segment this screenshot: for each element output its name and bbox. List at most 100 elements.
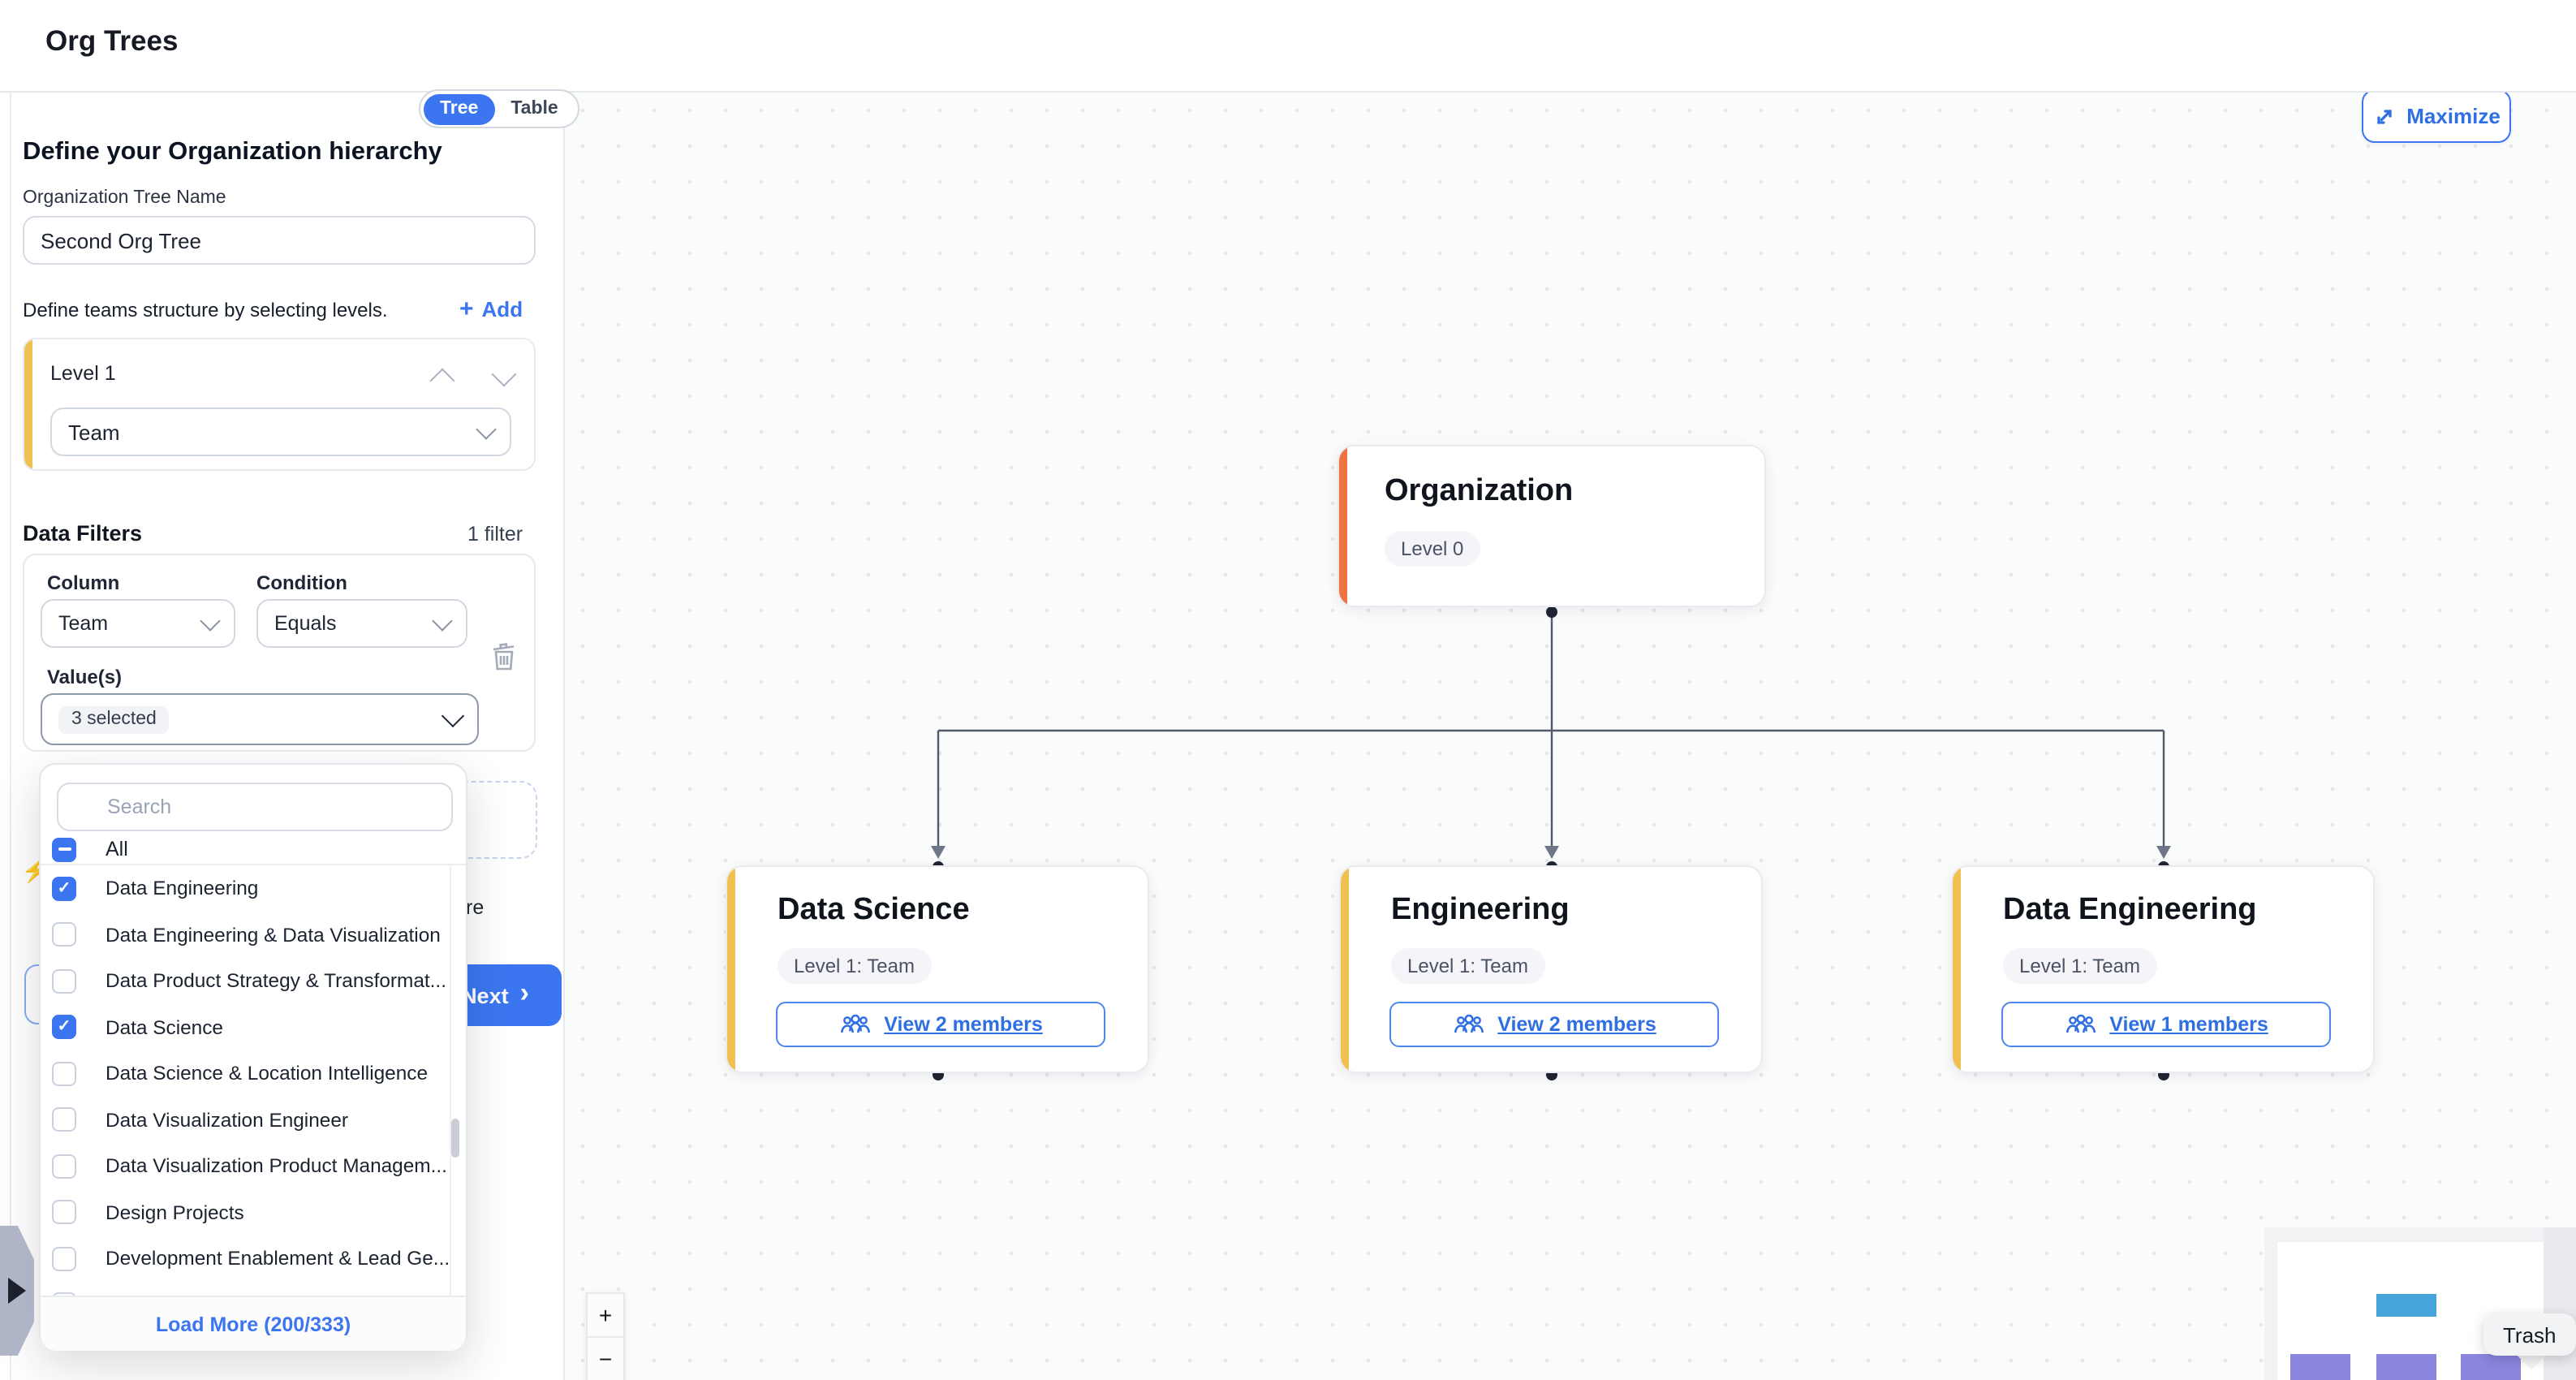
tree-name-value: Second Org Tree <box>41 228 201 252</box>
maximize-button[interactable]: Maximize <box>2362 89 2511 143</box>
filter-count: 1 filter <box>467 523 523 546</box>
hierarchy-sidebar: Tree Table Define your Organization hier… <box>11 89 579 1380</box>
view-toggle: Tree Table <box>419 89 579 128</box>
zoom-in-button[interactable]: + <box>588 1294 623 1338</box>
minimap-root-node <box>2376 1294 2436 1317</box>
divider <box>41 864 466 865</box>
filter-card: Column Condition Team Equals Value(s) 3 … <box>23 554 536 752</box>
add-label: Add <box>481 297 523 321</box>
dropdown-item[interactable]: Data Visualization Engineer <box>41 1097 450 1143</box>
org-node-data-engineering[interactable]: Data Engineering Level 1: Team View 1 me… <box>1951 865 2375 1073</box>
tab-tree[interactable]: Tree <box>424 93 495 124</box>
dropdown-item-label: Data Science <box>106 1016 223 1039</box>
node-level-badge: Level 0 <box>1385 531 1480 567</box>
dropdown-search-input[interactable] <box>57 783 453 831</box>
move-up-icon[interactable] <box>429 368 455 394</box>
view-members-label: View 1 members <box>2109 1013 2268 1036</box>
view-members-button[interactable]: View 1 members <box>2001 1002 2331 1047</box>
scrollbar-thumb[interactable] <box>451 1119 459 1158</box>
node-level-badge: Level 1: Team <box>2003 948 2156 984</box>
dropdown-item-label: Data Engineering <box>106 877 259 900</box>
dropdown-item-label: Data Product Strategy & Transformat... <box>106 969 446 993</box>
tree-name-label: Organization Tree Name <box>23 188 226 208</box>
dropdown-item[interactable]: Design Projects <box>41 1189 450 1236</box>
filter-values-select[interactable]: 3 selected <box>41 693 479 745</box>
minimap-child-node <box>2461 1354 2521 1380</box>
filter-column-select[interactable]: Team <box>41 599 235 648</box>
checkbox-icon[interactable] <box>52 922 76 947</box>
selected-count-chip: 3 selected <box>58 705 170 733</box>
members-icon <box>840 1014 870 1033</box>
dropdown-footer: Load More (200/333) <box>41 1296 466 1351</box>
chevron-down-icon <box>200 610 221 631</box>
node-level-badge: Level 1: Team <box>778 948 931 984</box>
members-icon <box>2066 1014 2096 1033</box>
tab-table[interactable]: Table <box>510 98 558 118</box>
chevron-down-icon <box>476 418 497 439</box>
dropdown-item-label: Data Visualization Engineer <box>106 1108 349 1132</box>
dropdown-item[interactable]: ✓ Data Science <box>41 1004 450 1050</box>
view-members-label: View 2 members <box>884 1013 1043 1036</box>
dropdown-item[interactable]: Development Enablement & Lead Ge... <box>41 1236 450 1282</box>
page-title: Org Trees <box>45 24 179 57</box>
dropdown-item[interactable]: Data Visualization Product Managem... <box>41 1143 450 1189</box>
dropdown-item[interactable]: ✓ Data Engineering <box>41 865 450 912</box>
checkbox-icon[interactable] <box>52 1200 76 1225</box>
dropdown-item[interactable]: Data Science & Location Intelligence <box>41 1050 450 1097</box>
org-node-engineering[interactable]: Engineering Level 1: Team View 2 members <box>1339 865 1763 1073</box>
level-accent-bar <box>1341 867 1349 1072</box>
minimap-child-node <box>2290 1354 2350 1380</box>
checkbox-icon[interactable] <box>52 1154 76 1179</box>
level-accent-bar <box>1953 867 1961 1072</box>
dropdown-item-label: Design Projects <box>106 1201 244 1224</box>
sidebar-heading: Define your Organization hierarchy <box>23 138 442 166</box>
dropdown-item[interactable]: Development & Portfolio Strat... <box>41 1282 450 1296</box>
page-header: Org Trees <box>0 0 2576 93</box>
condition-label: Condition <box>256 571 347 594</box>
node-title: Engineering <box>1391 893 1570 927</box>
view-members-button[interactable]: View 2 members <box>776 1002 1105 1047</box>
checkbox-icon[interactable] <box>52 1061 76 1086</box>
org-tree-canvas[interactable] <box>565 93 2576 1380</box>
dropdown-item[interactable]: Data Engineering & Data Visualization <box>41 912 450 958</box>
delete-filter-icon[interactable] <box>492 643 516 672</box>
load-more-link[interactable]: Load More (200/333) <box>155 1313 351 1335</box>
level-type-value: Team <box>68 420 120 444</box>
maximize-label: Maximize <box>2406 104 2501 128</box>
checkbox-icon[interactable]: ✓ <box>52 1015 76 1040</box>
canvas-zoom-controls: + − <box>586 1292 625 1380</box>
plus-icon: + <box>459 295 474 323</box>
root-accent-bar <box>1339 446 1347 606</box>
dropdown-item-label: Development Enablement & Lead Ge... <box>106 1247 450 1270</box>
expand-icon <box>2376 109 2391 123</box>
level-name: Level 1 <box>50 362 116 385</box>
org-node-root[interactable]: Organization Level 0 <box>1338 445 1766 607</box>
view-members-button[interactable]: View 2 members <box>1389 1002 1719 1047</box>
levels-description: Define teams structure by selecting leve… <box>23 299 388 321</box>
checkbox-icon[interactable]: ✓ <box>52 876 76 901</box>
checkbox-icon[interactable] <box>52 1107 76 1132</box>
next-label: Next <box>461 983 509 1007</box>
data-filters-title: Data Filters <box>23 521 143 546</box>
members-icon <box>1454 1014 1484 1033</box>
left-rail <box>0 93 11 1380</box>
select-all-row[interactable]: All <box>52 834 128 864</box>
filter-condition-select[interactable]: Equals <box>256 599 467 648</box>
checkbox-indeterminate-icon[interactable] <box>52 837 76 861</box>
move-down-icon[interactable] <box>491 361 517 387</box>
node-title: Data Science <box>778 893 970 927</box>
checkbox-icon[interactable] <box>52 968 76 994</box>
checkbox-icon[interactable] <box>52 1246 76 1271</box>
level-type-select[interactable]: Team <box>50 408 511 456</box>
level-accent-bar <box>24 339 32 469</box>
level-accent-bar <box>727 867 735 1072</box>
dropdown-item[interactable]: Data Product Strategy & Transformat... <box>41 958 450 1004</box>
tree-name-input[interactable]: Second Org Tree <box>23 216 536 265</box>
org-node-data-science[interactable]: Data Science Level 1: Team View 2 member… <box>726 865 1149 1073</box>
zoom-out-button[interactable]: − <box>588 1338 623 1380</box>
add-level-button[interactable]: + Add <box>459 295 523 323</box>
play-right-icon <box>8 1278 26 1304</box>
chevron-down-icon <box>441 704 465 728</box>
